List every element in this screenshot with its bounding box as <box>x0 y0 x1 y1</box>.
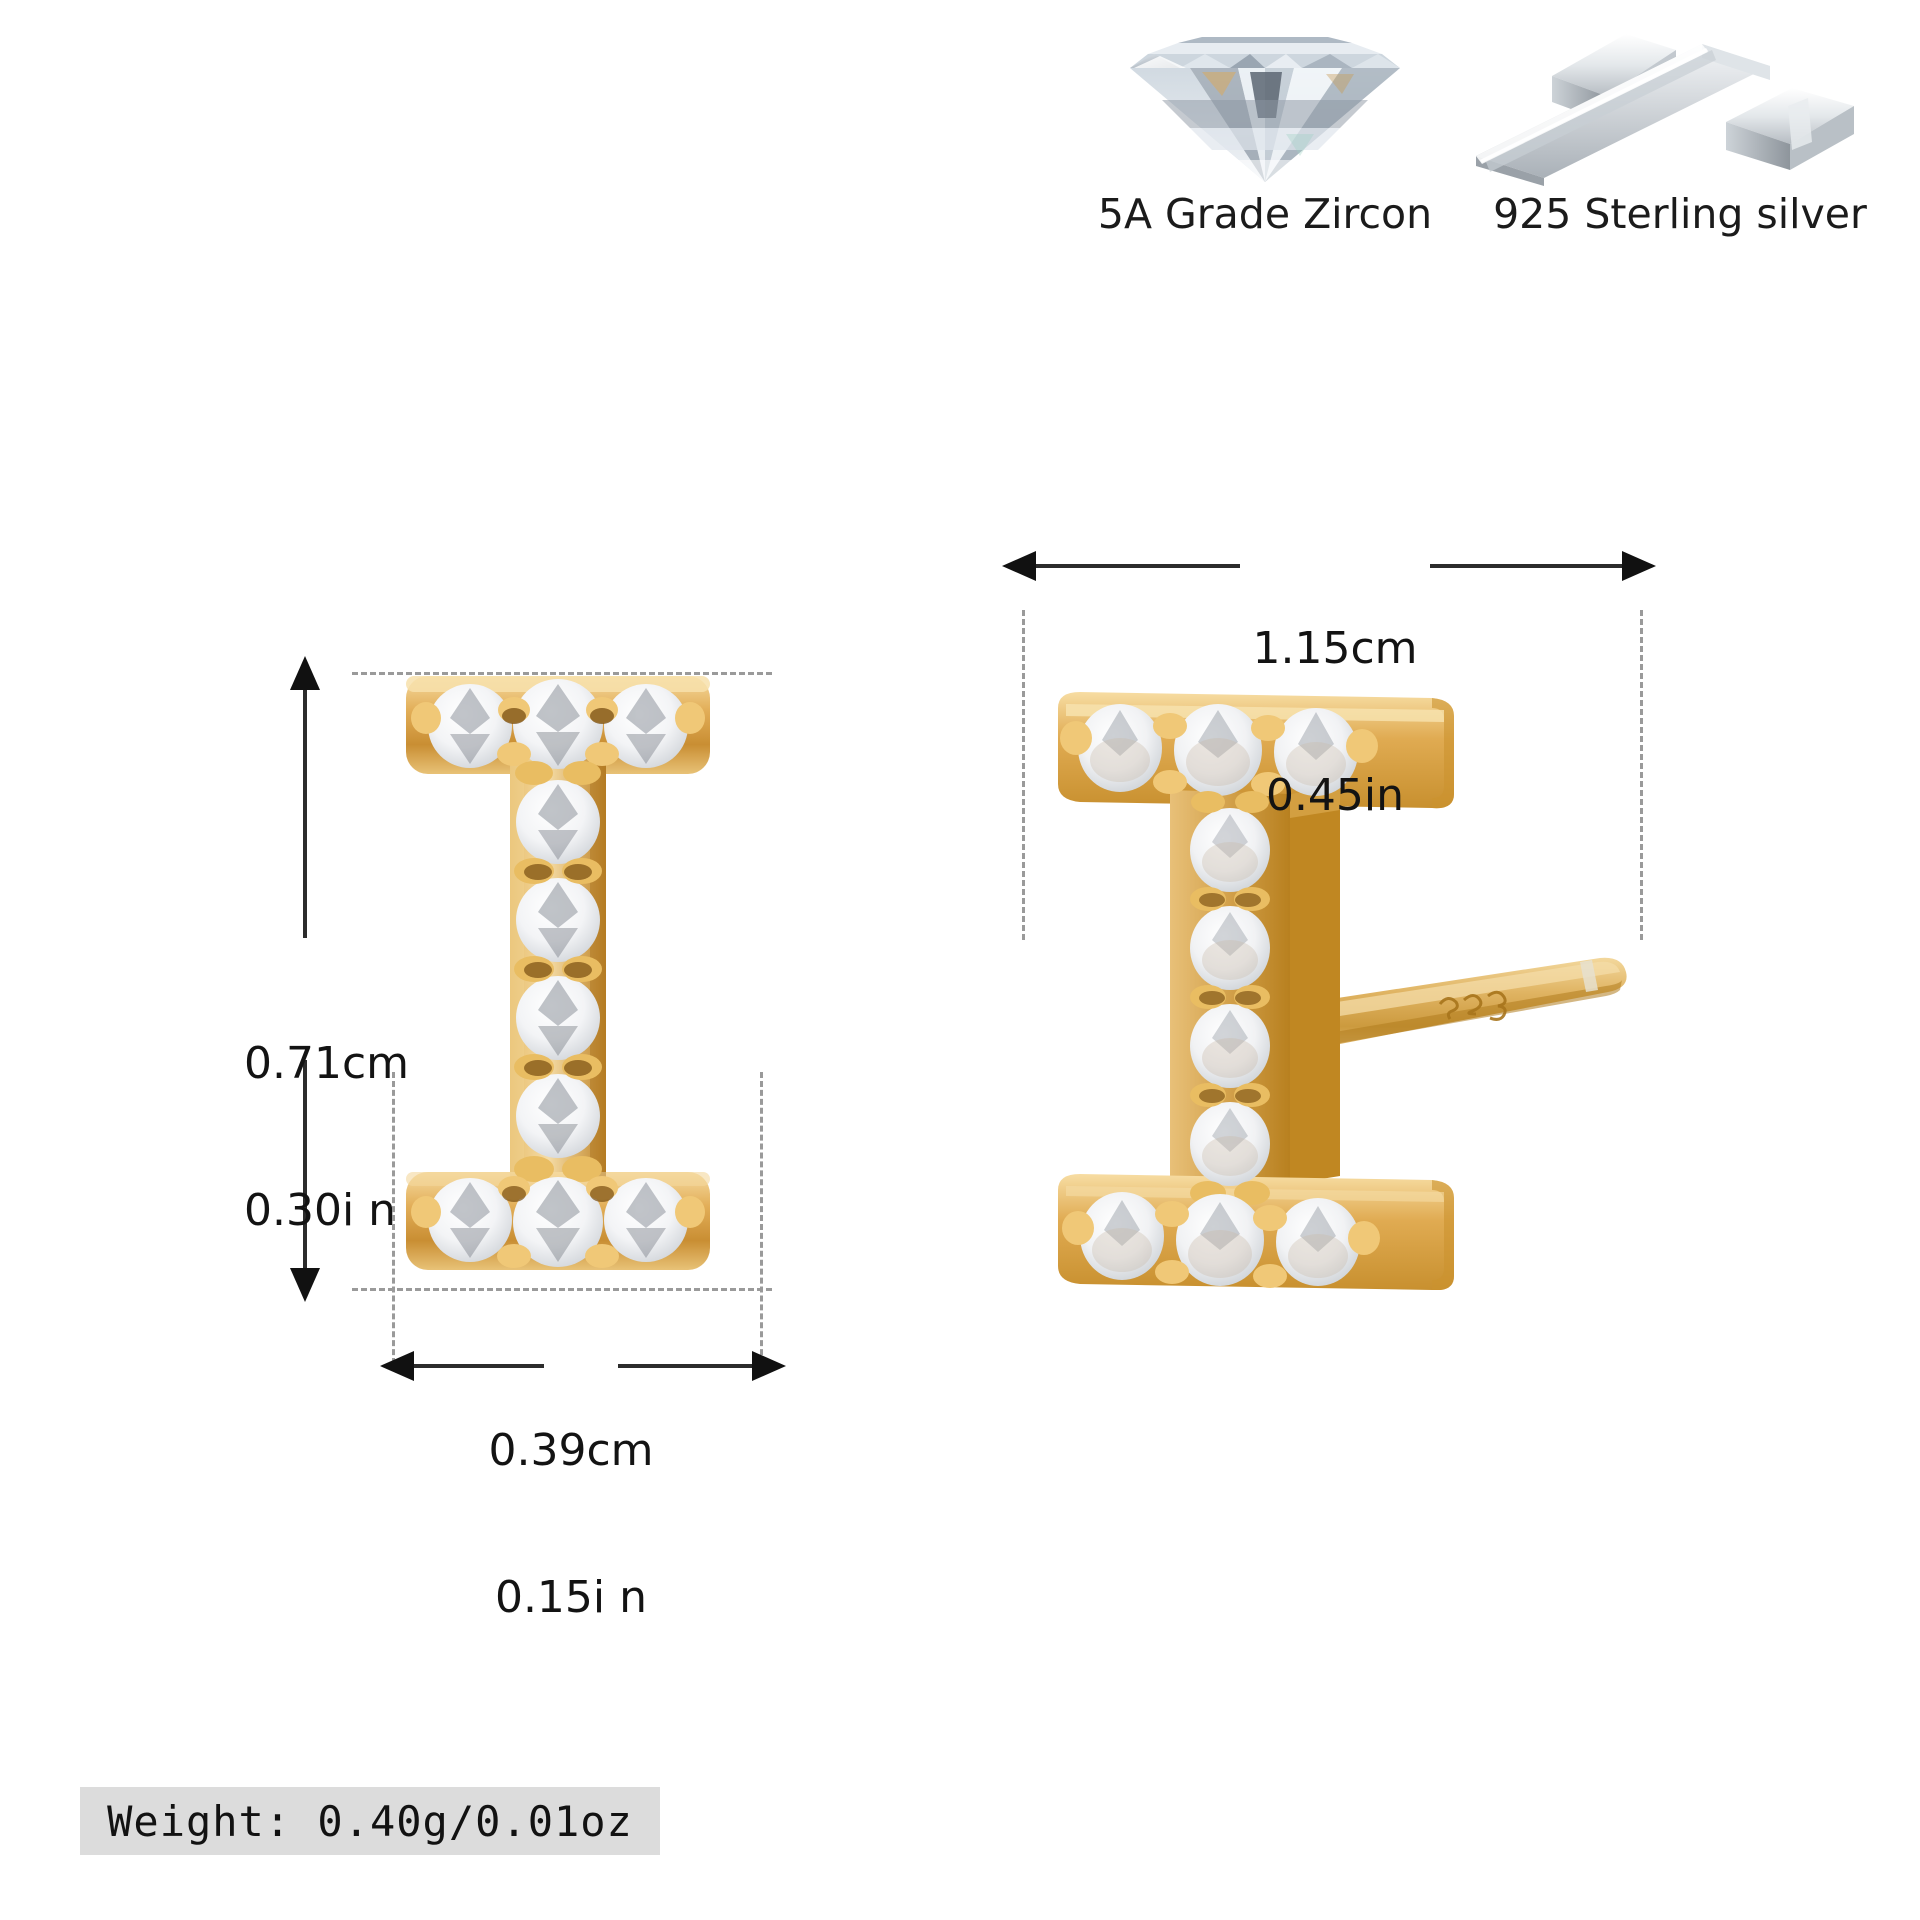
material-label-silver: 925 Sterling silver <box>1493 190 1867 238</box>
depth-arrow-left <box>1002 551 1036 581</box>
guide-bottom-dashed <box>352 1288 772 1291</box>
width-label-in: 0.15i n <box>494 1572 648 1624</box>
material-badge-silver: 925 Sterling silver <box>1440 10 1920 238</box>
guide-top-dashed <box>352 672 772 675</box>
depth-guide-left-dashed <box>1022 610 1025 940</box>
depth-label: 1.15cm 0.45in <box>1175 525 1495 919</box>
depth-label-in: 0.45in <box>1265 770 1405 822</box>
depth-line-left <box>1030 564 1240 568</box>
earring-post <box>1272 957 1627 1056</box>
depth-label-cm: 1.15cm <box>1252 622 1418 674</box>
depth-arrow-right <box>1622 551 1656 581</box>
guide-right-dashed <box>760 1072 763 1364</box>
material-label-zircon: 5A Grade Zircon <box>1097 190 1433 238</box>
weight-label: Weight: 0.40g/0.01oz <box>107 1796 633 1846</box>
height-arrow-up <box>290 656 320 690</box>
width-line-right <box>618 1364 758 1368</box>
width-arrow-left <box>380 1351 414 1381</box>
width-label: 0.39cm 0.15i n <box>406 1327 736 1721</box>
diamond-gemstone-icon <box>1090 10 1440 190</box>
earring-side-view-with-post <box>1040 690 1680 1294</box>
height-arrow-down <box>290 1268 320 1302</box>
material-badges: 5A Grade Zircon <box>1090 0 1920 280</box>
width-label-cm: 0.39cm <box>488 1424 654 1476</box>
height-label-in: 0.30i n <box>244 1185 397 1237</box>
depth-line-right <box>1430 564 1630 568</box>
height-line-upper <box>303 688 307 938</box>
width-line-left <box>404 1364 544 1368</box>
guide-left-dashed <box>392 1072 395 1364</box>
weight-band: Weight: 0.40g/0.01oz <box>80 1787 660 1855</box>
height-label: 0.71cm 0.30i n <box>244 940 494 1334</box>
height-label-cm: 0.71cm <box>244 1037 410 1089</box>
material-badge-zircon: 5A Grade Zircon <box>1090 10 1440 238</box>
depth-guide-right-dashed <box>1640 610 1643 940</box>
silver-bars-icon <box>1440 10 1920 190</box>
width-arrow-right <box>752 1351 786 1381</box>
earring-front-view <box>398 672 718 1276</box>
height-line-lower <box>303 1060 307 1272</box>
